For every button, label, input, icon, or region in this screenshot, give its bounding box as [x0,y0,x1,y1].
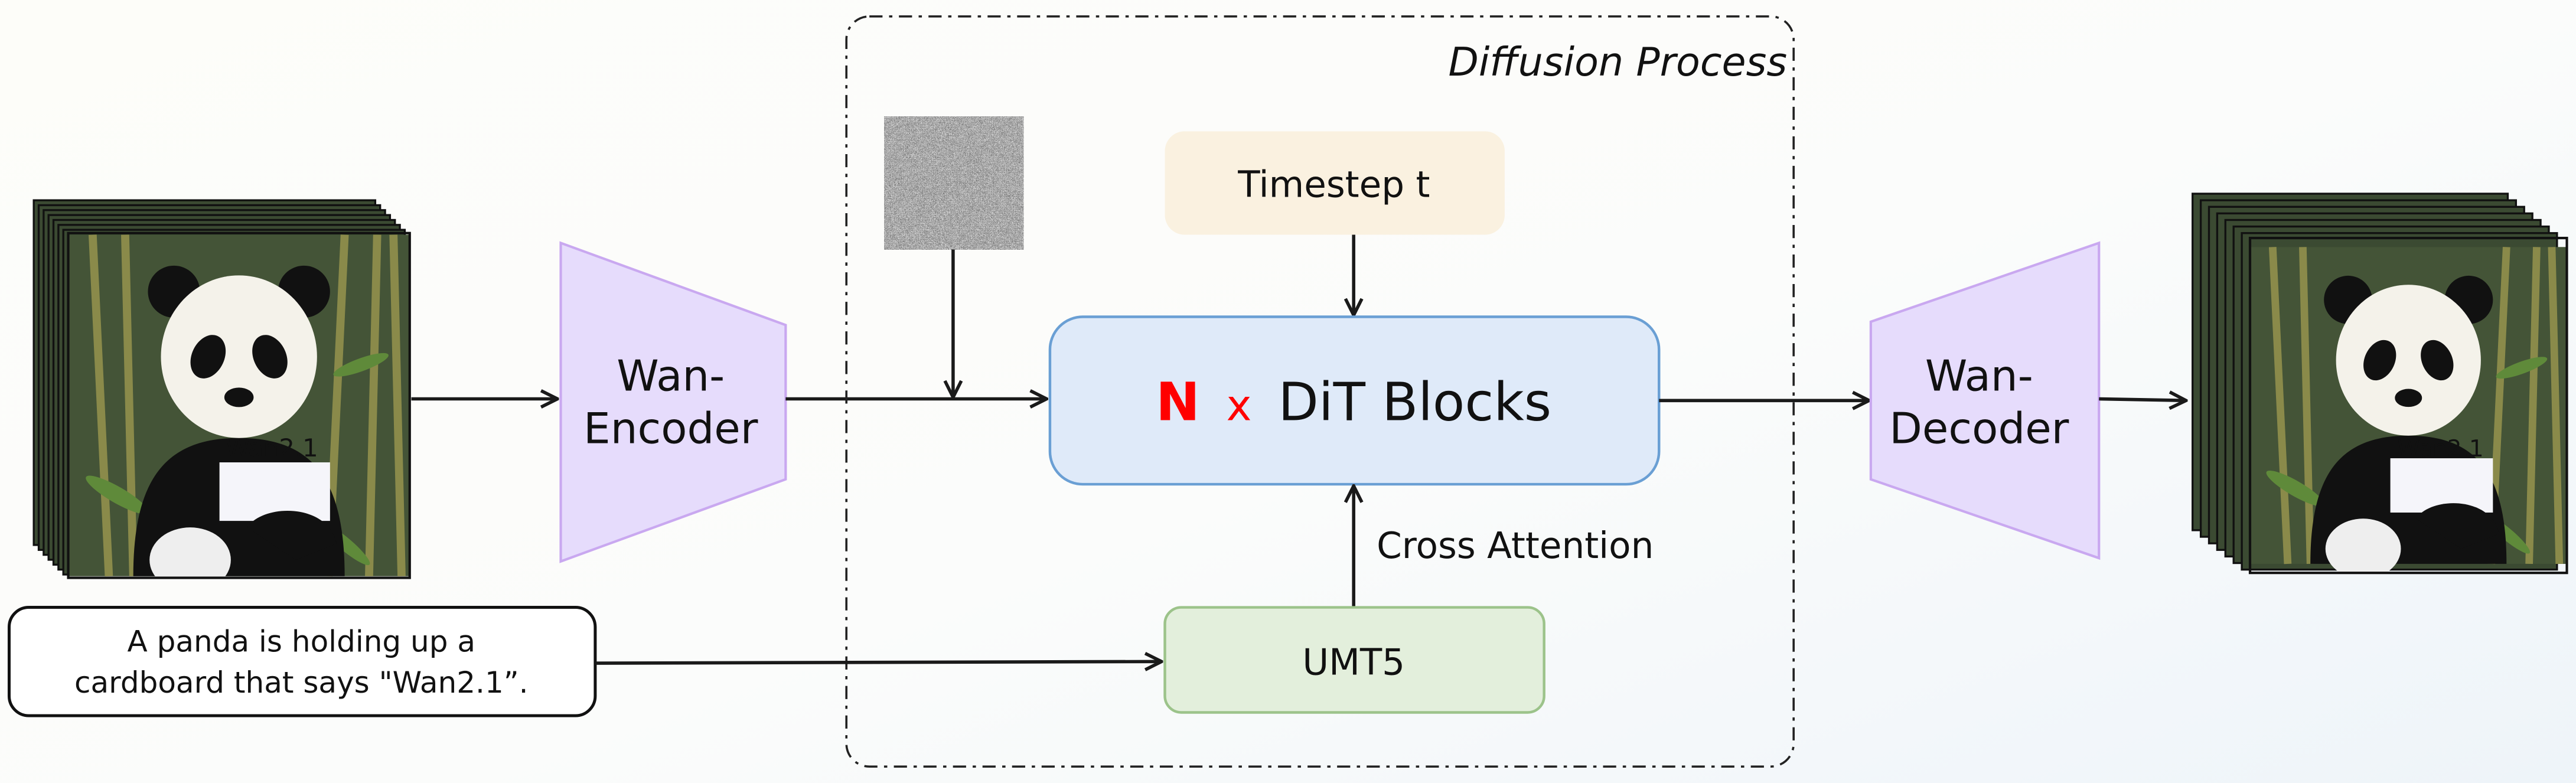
input-video-frames: Wan2.1 [32,199,411,579]
svg-text:N x DiT Blocks: N x DiT Blocks [1156,371,1551,433]
umt5-box: UMT5 [1163,606,1545,714]
diffusion-process-region: Diffusion Process [845,15,1795,768]
panda-output-frame-image: Wan2.1 [2248,236,2568,575]
arrow-prompt-to-umt5 [595,661,1162,663]
encoder-label-line1: Wan- [617,352,725,402]
dit-blocks: N x DiT Blocks [1048,315,1661,486]
output-video-frames: Wan2.1 [2192,193,2568,575]
timestep-label: Timestep t [1237,164,1430,206]
dit-times: x [1227,381,1252,431]
noise-latent-image [884,116,1024,250]
wan-decoder: Wan- Decoder [1869,241,2101,560]
prompt-line2: cardboard that says "Wan2.1”. [74,665,529,700]
dit-count-n: N [1156,371,1199,433]
dit-label: DiT Blocks [1278,371,1551,433]
arrow-decoder-to-output [2099,399,2186,401]
umt5-label: UMT5 [1302,642,1405,684]
cross-attention-label: Cross Attention [1377,525,1654,567]
timestep-box: Timestep t [1165,131,1505,235]
sign-text: Wan2.1 [226,433,318,462]
text-prompt-box: A panda is holding up a cardboard that s… [7,606,597,717]
prompt-line1: A panda is holding up a [128,625,476,659]
decoder-label-line2: Decoder [1889,404,2069,454]
panda-frame-image: Wan2.1 [67,231,411,579]
encoder-label-line2: Encoder [583,404,758,454]
decoder-label-line1: Wan- [1925,352,2033,402]
output-sign-text: Wan2.1 [2397,436,2483,462]
diffusion-process-title: Diffusion Process [1449,39,1788,85]
wan-encoder: Wan- Encoder [559,241,787,563]
